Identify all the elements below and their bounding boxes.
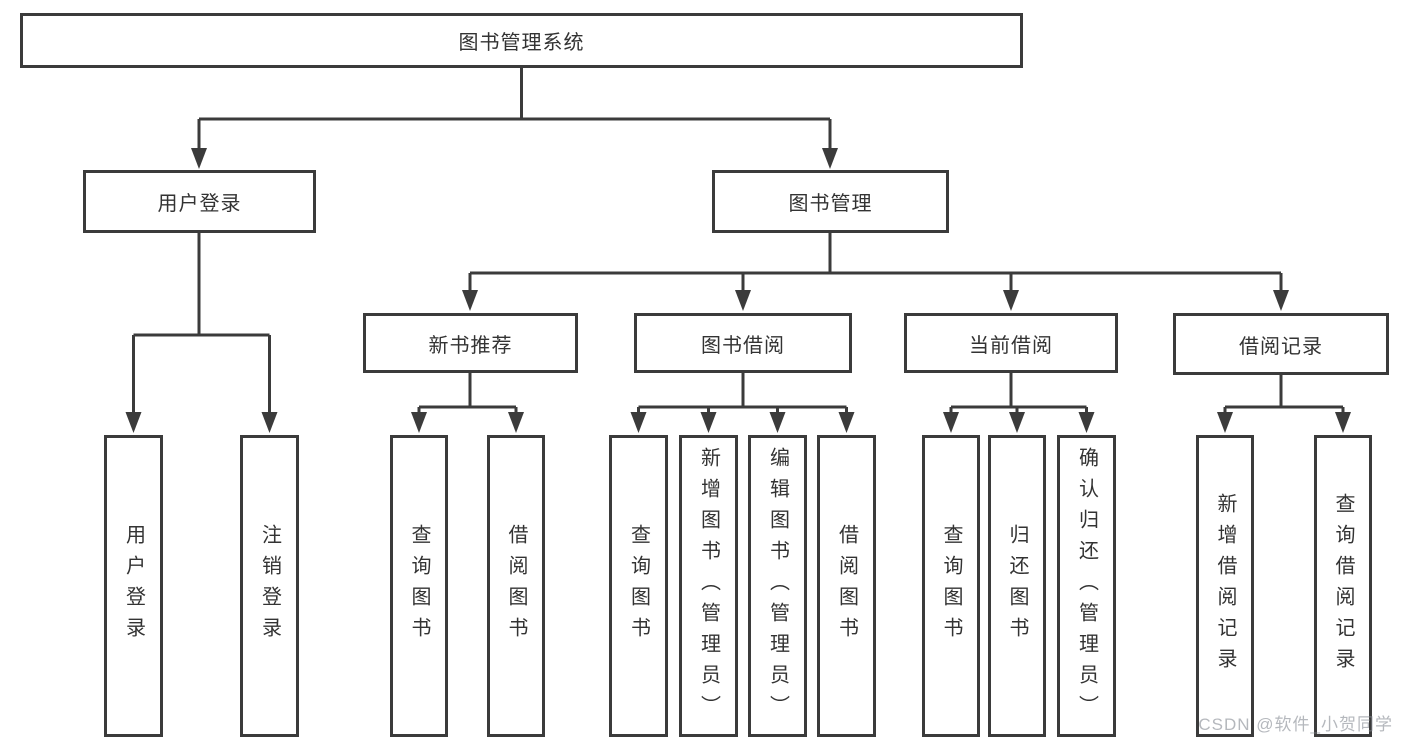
node-current-borrowing: 当前借阅	[904, 313, 1118, 373]
node-new-book-recommendation: 新书推荐	[363, 313, 578, 373]
leaf-rec-query-books-label: 查询图书	[408, 524, 430, 648]
connector-bookborrow-to-leaves	[637, 373, 848, 414]
connector-userlogin-to-leaves	[132, 233, 271, 414]
leaf-bb-borrow-books-label: 借阅图书	[835, 524, 858, 648]
node-book-borrowing: 图书借阅	[634, 313, 852, 373]
leaf-bb-edit-books: 编辑图书（管理员）	[748, 435, 807, 737]
leaf-logout: 注销登录	[240, 435, 299, 737]
leaf-bb-query-books-label: 查询图书	[627, 524, 650, 648]
node-current-borrowing-label: 当前借阅	[969, 334, 1053, 357]
leaf-cb-return-books-label: 归还图书	[1006, 524, 1028, 648]
node-root: 图书管理系统	[20, 13, 1023, 68]
node-user-login-label: 用户登录	[157, 193, 242, 215]
leaf-rec-borrow-books: 借阅图书	[487, 435, 545, 737]
watermark: CSDN @软件_小贺同学	[1198, 715, 1393, 734]
leaf-cb-query-books-label: 查询图书	[940, 524, 962, 648]
leaf-br-add-record: 新增借阅记录	[1196, 435, 1254, 737]
node-new-book-recommendation-label: 新书推荐	[428, 334, 513, 357]
node-book-management-label: 图书管理	[788, 193, 873, 215]
connector-currentborrow-to-leaves	[949, 373, 1088, 414]
leaf-bb-borrow-books: 借阅图书	[817, 435, 876, 737]
connector-borrowrecords-to-leaves	[1223, 375, 1345, 414]
leaf-cb-query-books: 查询图书	[922, 435, 980, 737]
leaf-cb-confirm-return-label: 确认归还（管理员）	[1075, 446, 1098, 726]
leaf-cb-confirm-return: 确认归还（管理员）	[1057, 435, 1116, 737]
connector-bookmgmt-to-level3	[468, 233, 1283, 292]
node-borrowing-records: 借阅记录	[1173, 313, 1389, 375]
leaf-br-query-record: 查询借阅记录	[1314, 435, 1372, 737]
leaf-rec-query-books: 查询图书	[390, 435, 448, 737]
leaf-bb-add-books-label: 新增图书（管理员）	[697, 446, 720, 726]
arrowheads	[125, 148, 1351, 433]
node-borrowing-records-label: 借阅记录	[1239, 335, 1323, 358]
connector-root-to-level2	[197, 68, 832, 150]
leaf-bb-edit-books-label: 编辑图书（管理员）	[766, 446, 789, 726]
node-book-borrowing-label: 图书借阅	[701, 334, 785, 357]
leaf-cb-return-books: 归还图书	[988, 435, 1046, 737]
leaf-user-login: 用户登录	[104, 435, 163, 737]
node-book-management: 图书管理	[712, 170, 949, 233]
leaf-logout-label: 注销登录	[258, 524, 281, 648]
leaf-rec-borrow-books-label: 借阅图书	[505, 524, 527, 648]
node-root-label: 图书管理系统	[458, 32, 585, 54]
connector-newbookrec-to-leaves	[417, 373, 518, 414]
leaf-br-query-record-label: 查询借阅记录	[1332, 493, 1354, 679]
leaf-bb-add-books: 新增图书（管理员）	[679, 435, 738, 737]
node-user-login: 用户登录	[83, 170, 316, 233]
leaf-user-login-label: 用户登录	[122, 524, 145, 648]
leaf-bb-query-books: 查询图书	[609, 435, 668, 737]
leaf-br-add-record-label: 新增借阅记录	[1214, 493, 1236, 679]
